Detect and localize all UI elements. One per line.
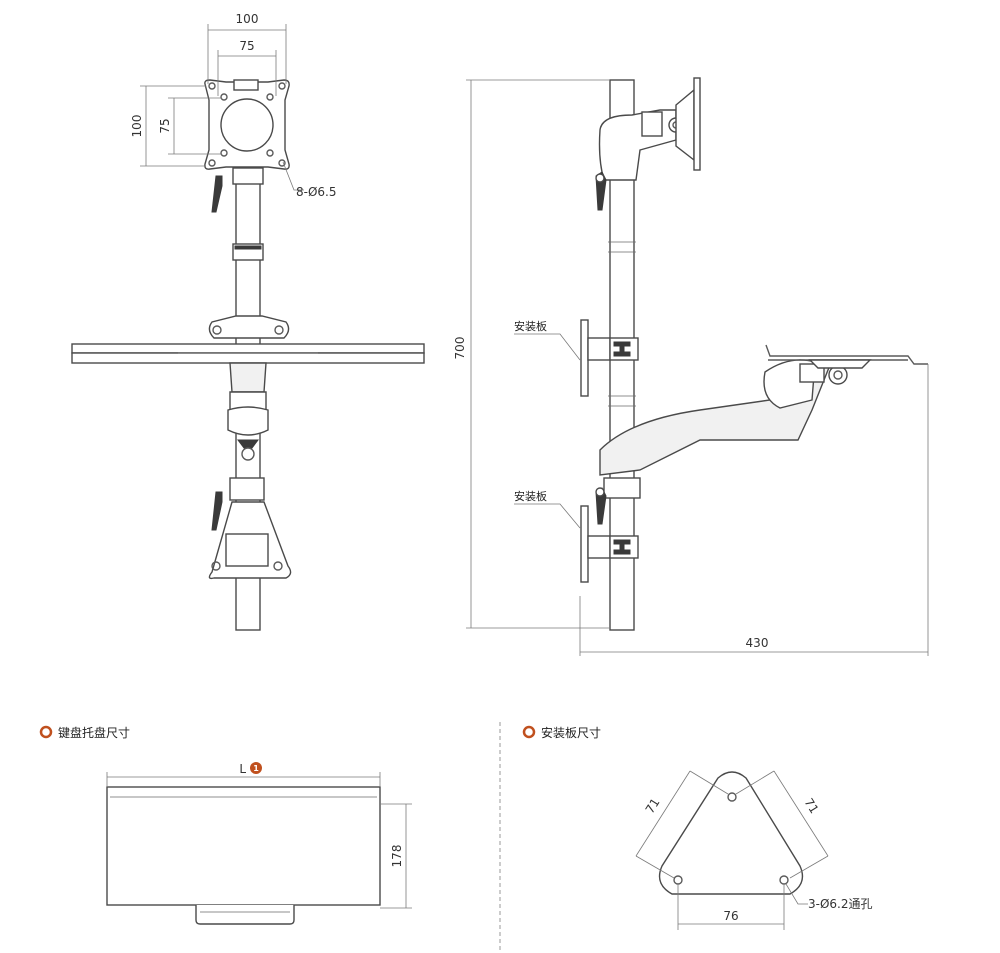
front-arm-joint xyxy=(229,362,267,393)
mount-plate-label-lower: 安装板 xyxy=(514,489,547,503)
tray-length-label: L xyxy=(239,762,246,776)
dim-total-height: 700 xyxy=(453,337,467,360)
side-keyboard-tray xyxy=(765,344,928,365)
side-dims xyxy=(466,79,929,656)
tray-handle xyxy=(195,905,295,925)
plate-side-right: 71 xyxy=(801,796,821,816)
side-mount-plate-upper xyxy=(580,319,589,397)
vesa-neck xyxy=(232,167,264,185)
mount-plate-triangle xyxy=(658,771,804,895)
section-marker-icon xyxy=(39,725,53,739)
dim-inner-height: 75 xyxy=(158,118,172,133)
vesa-center-hub xyxy=(220,98,274,152)
side-view: 700 430 安装板 安装板 xyxy=(453,77,929,656)
side-mount-plate-lower xyxy=(580,505,589,583)
lower-lever xyxy=(211,491,223,531)
side-monitor-arm xyxy=(598,109,677,181)
dim-total-depth: 430 xyxy=(746,636,769,650)
plate-side-left: 71 xyxy=(643,796,663,816)
dim-outer-width: 100 xyxy=(236,12,259,26)
plate-hole-spec: 3-Ø6.2通孔 xyxy=(808,897,873,911)
pole-clamp-2 xyxy=(229,477,265,501)
top-lever xyxy=(211,175,223,213)
mount-plate-title: 安装板尺寸 xyxy=(541,725,601,740)
section-marker-icon-2 xyxy=(522,725,536,739)
dim-outer-height: 100 xyxy=(130,115,144,138)
side-monitor-plate xyxy=(693,77,701,171)
front-arm-knuckle xyxy=(227,406,269,436)
side-tray-arm xyxy=(599,359,831,476)
vesa-top-tab xyxy=(233,79,259,91)
tray-length-badge-icon xyxy=(250,762,262,774)
dim-inner-width: 75 xyxy=(239,39,254,53)
front-keyboard-tray xyxy=(71,343,425,354)
tray-depth: 178 xyxy=(390,845,404,868)
keyboard-tray-title: 键盘托盘尺寸 xyxy=(58,725,130,740)
vesa-holes xyxy=(208,82,286,167)
hole-spec-label: 8-Ø6.5 xyxy=(296,185,337,199)
front-view: 100 75 100 75 8-Ø6.5 xyxy=(71,12,425,631)
plate-bottom: 76 xyxy=(723,909,738,923)
front-mount-plate-upper xyxy=(208,315,290,339)
mount-plate-label-upper: 安装板 xyxy=(514,319,547,333)
mount-plate-section: 安装板尺寸 71 71 76 3-Ø6.2通孔 xyxy=(522,725,873,930)
keyboard-tray-section: 键盘托盘尺寸 L 1 178 xyxy=(39,725,412,925)
front-dims xyxy=(140,24,304,191)
tray-length-badge: 1 xyxy=(253,764,259,773)
keyboard-tray-top-view xyxy=(106,786,381,906)
